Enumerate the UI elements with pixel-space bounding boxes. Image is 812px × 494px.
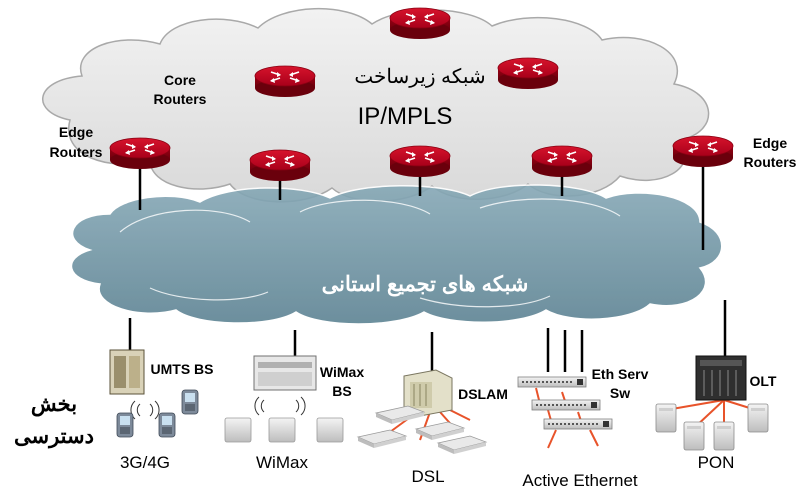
dslam-label: DSLAM: [458, 386, 508, 402]
access-section-title-1: بخش: [31, 393, 77, 417]
core-network-title-fa: شبکه زیرساخت: [354, 66, 485, 88]
access-dsl-label: DSL: [411, 467, 444, 486]
onu-icon-3: [713, 421, 735, 451]
core-router-right: [497, 57, 559, 90]
handset-icon-1: [116, 412, 134, 438]
access-3g4g-label: 3G/4G: [120, 453, 170, 472]
ethernet-access-links: [535, 387, 599, 449]
backbone-links: [128, 160, 727, 372]
olt-icon: [695, 355, 747, 401]
aggregation-network-title: شبکه های تجمیع استانی: [322, 273, 529, 297]
eth-serv-label-2: Sw: [610, 385, 630, 401]
handset-icon-2: [158, 412, 176, 438]
access-wimax-label: WiMax: [256, 453, 308, 472]
eth-serv-label-1: Eth Serv: [592, 366, 649, 382]
access-section-title-2: دسترسی: [14, 425, 94, 449]
edge-router-4: [531, 145, 593, 178]
core-router-left: [254, 65, 316, 98]
dsl-modem-icon-3: [415, 421, 465, 441]
wimax-base-station-icon: [253, 355, 317, 391]
access-active-ethernet-label: Active Ethernet: [522, 471, 638, 490]
onu-icon-2: [683, 421, 705, 451]
edge-router-2: [249, 149, 311, 182]
wimax-cpe-icon-3: [316, 417, 344, 443]
onu-icon-4: [747, 403, 769, 433]
handset-icon-3: [181, 389, 199, 415]
edge-router-5: [672, 135, 734, 168]
wimax-cpe-icon-2: [268, 417, 296, 443]
edge-routers-left-1: Edge: [59, 124, 93, 140]
edge-router-1: [109, 137, 171, 170]
edge-routers-right-1: Edge: [753, 135, 787, 151]
core-network-title-en: IP/MPLS: [358, 103, 453, 130]
core-routers-label-1: Core: [164, 72, 196, 88]
ethernet-switch-icon-1: [517, 376, 587, 388]
ethernet-switch-icon-3: [543, 418, 613, 430]
access-pon-label: PON: [698, 453, 735, 472]
core-routers-label-2: Routers: [154, 91, 207, 107]
core-router-top: [389, 7, 451, 40]
wimax-bs-label-2: BS: [332, 383, 351, 399]
ethernet-switch-icon-2: [531, 399, 601, 411]
olt-label: OLT: [750, 373, 777, 389]
dslam-icon: [403, 369, 453, 417]
onu-icon-1: [655, 403, 677, 433]
umts-base-station-icon: [109, 349, 145, 395]
dsl-modem-icon-2: [357, 429, 407, 449]
dsl-modem-icon-4: [437, 435, 487, 455]
edge-routers-left-2: Routers: [50, 144, 103, 160]
edge-router-3: [389, 145, 451, 178]
wireless-waves-wimax: [254, 396, 306, 416]
aggregation-cloud: [70, 184, 723, 325]
wireless-waves-3g: [130, 400, 160, 420]
wimax-cpe-icon-1: [224, 417, 252, 443]
edge-routers-right-2: Routers: [744, 154, 797, 170]
umts-bs-label: UMTS BS: [151, 361, 214, 377]
pon-access-links: [665, 399, 757, 429]
wimax-bs-label-1: WiMax: [320, 364, 364, 380]
